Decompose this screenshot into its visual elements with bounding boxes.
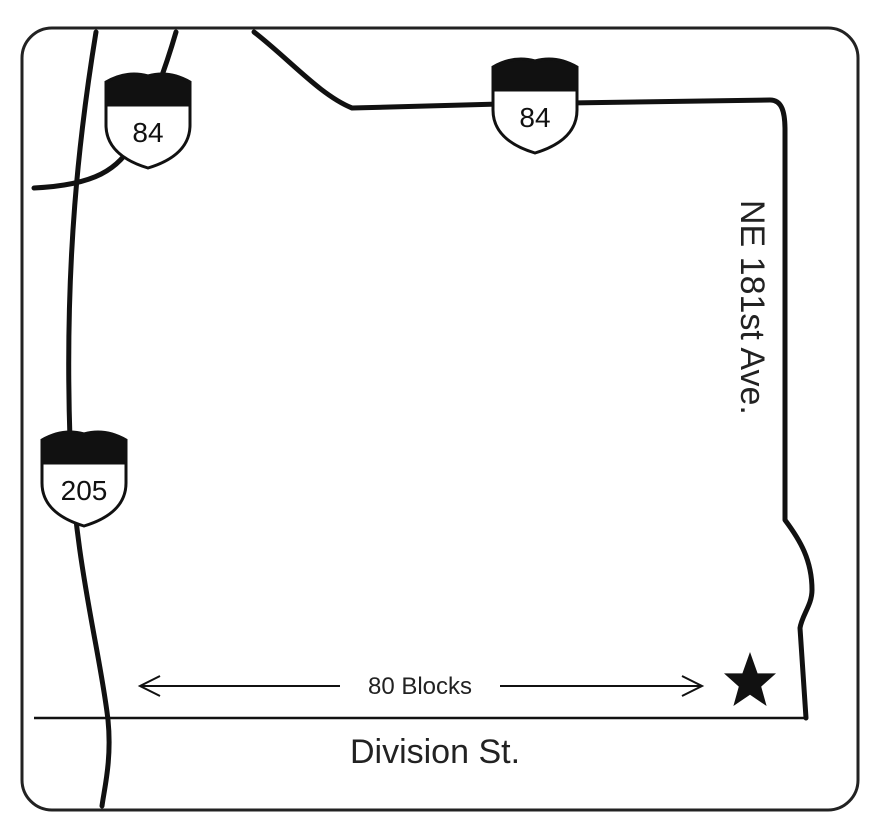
division-street-label: Division St. (350, 733, 520, 771)
ne181-street-label: NE 181st Ave. (733, 200, 771, 415)
i84-east-shield-number: 84 (519, 102, 550, 133)
i205-shield-number: 205 (61, 475, 108, 506)
i205-shield-icon: 205 (40, 430, 128, 528)
map-frame (20, 26, 860, 812)
distance-arrow (137, 675, 705, 697)
star-icon (724, 652, 776, 706)
i84-road (251, 29, 815, 721)
i84-east-shield-icon: 84 (491, 57, 579, 155)
distance-label: 80 Blocks (368, 673, 472, 700)
i84-west-shield-number: 84 (132, 117, 163, 148)
i84-west-shield-icon: 84 (104, 72, 192, 170)
